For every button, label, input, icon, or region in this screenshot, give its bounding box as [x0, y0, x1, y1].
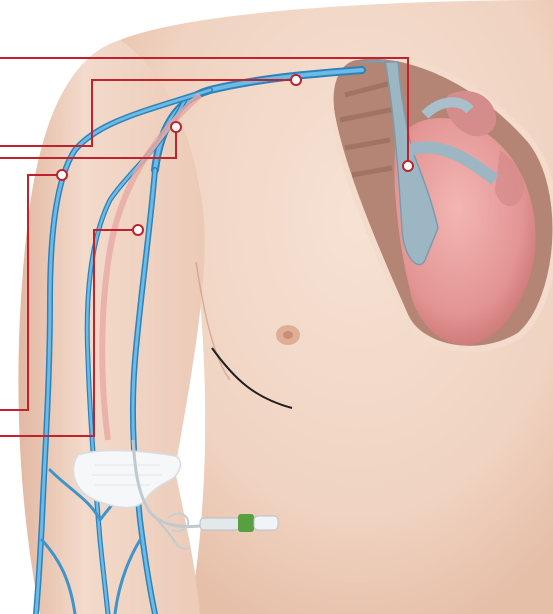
callout-subclavian-dot: [291, 75, 301, 85]
callout-heart-dot: [403, 161, 413, 171]
nipple: [276, 325, 300, 345]
callout-axillary-dot: [171, 122, 181, 132]
callout-cephalic-dot: [57, 170, 67, 180]
callout-basilic-dot: [133, 225, 143, 235]
